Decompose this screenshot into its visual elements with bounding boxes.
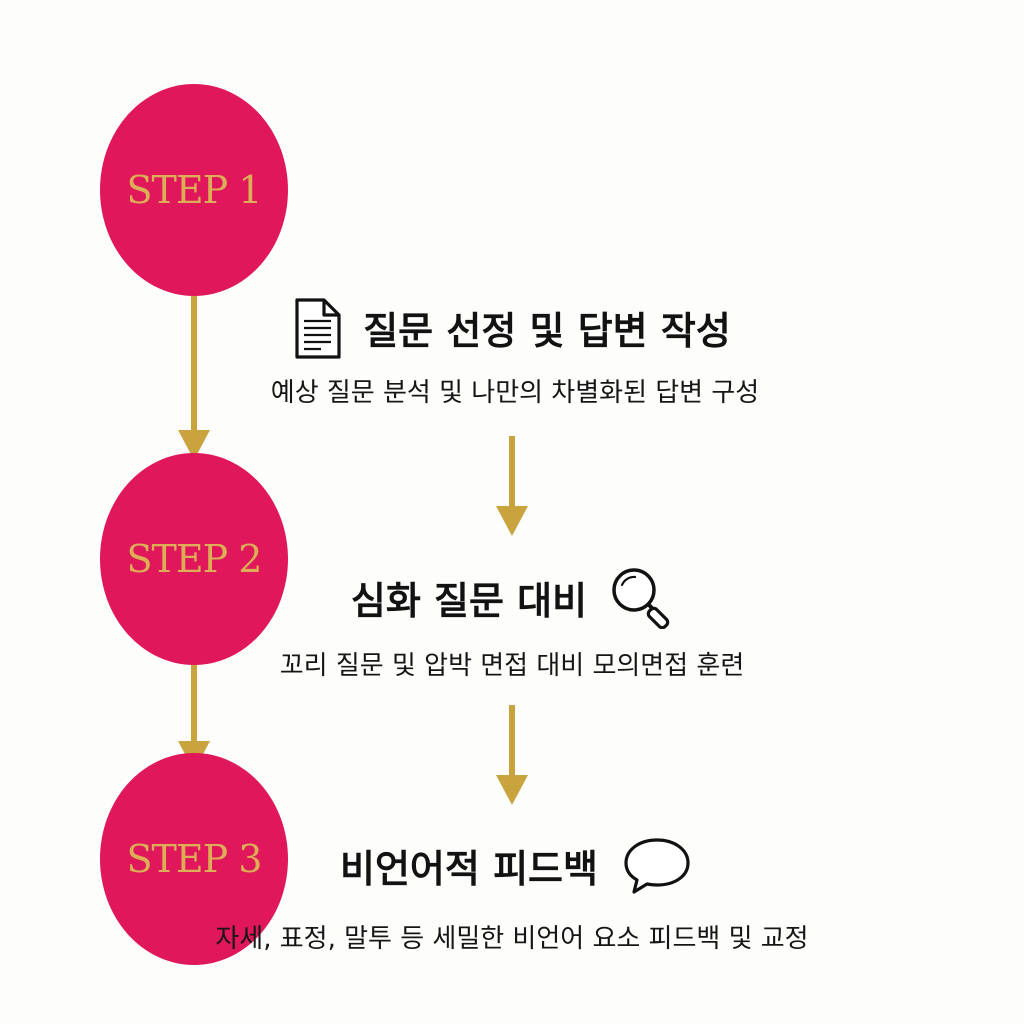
step-2-title: 심화 질문 대비 [350, 578, 588, 623]
step-2-label: STEP 2 [126, 537, 263, 581]
arrow-center-1 [496, 436, 528, 536]
document-icon [295, 298, 341, 359]
step-3-label: STEP 3 [126, 837, 263, 881]
step-3-circle: STEP 3 [100, 753, 288, 965]
step-3-title-row: 비언어적 피드백 [0, 830, 1024, 900]
step-1-circle: STEP 1 [100, 84, 288, 296]
step-1-description: 예상 질문 분석 및 나만의 차별화된 답변 구성 [270, 378, 760, 408]
step-3-title: 비언어적 피드백 [340, 846, 598, 891]
step-2-title-row: 심화 질문 대비 [0, 562, 1024, 632]
arrow-step1-to-step2 [178, 296, 210, 460]
arrow-center-2 [496, 705, 528, 805]
step-1-title: 질문 선정 및 답변 작성 [363, 308, 731, 353]
step-2-description: 꼬리 질문 및 압박 면접 대비 모의면접 훈련 [279, 651, 745, 681]
step-2-circle: STEP 2 [100, 453, 288, 665]
magnifier-icon [612, 568, 670, 629]
speech-bubble-icon [624, 838, 690, 894]
step-1-label: STEP 1 [126, 168, 263, 212]
step-3-description: 자세, 표정, 말투 등 세밀한 비언어 요소 피드백 및 교정 [215, 924, 809, 954]
step-1-title-row: 질문 선정 및 답변 작성 [0, 294, 1024, 364]
